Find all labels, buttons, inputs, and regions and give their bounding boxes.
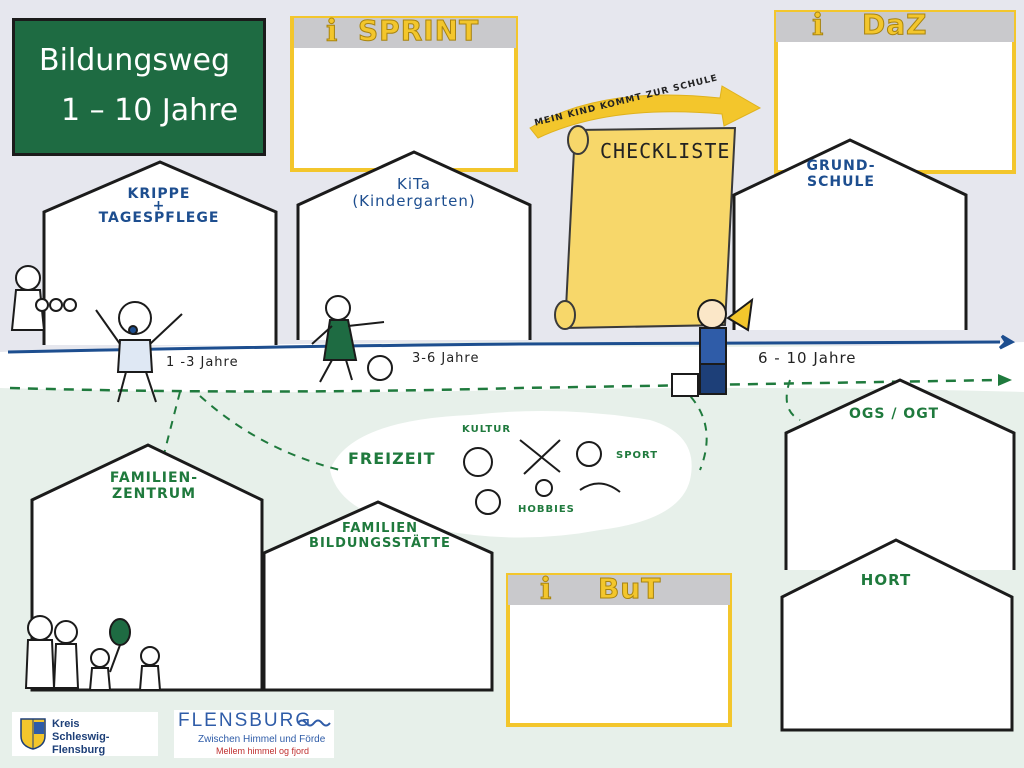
krippe-plus: + [152,198,166,215]
checklist-scroll [554,125,737,330]
family-figures-2 [24,615,162,691]
house-label-familienbildung: FAMILIEN BILDUNGSSTÄTTE [290,521,470,552]
timeline-arrowhead [998,334,1016,350]
girl-figure [311,295,393,383]
kreis-line-1: Kreis [52,718,80,730]
info-box-daz [774,10,1016,174]
house-krippe [42,160,278,345]
info-title-daz: DaZ [861,8,928,42]
house-familienzentrum [30,443,264,692]
age-label-2: 3-6 Jahre [412,351,480,366]
krippe-line-2: TAGESPFLEGE [98,210,220,227]
wave-icon [298,719,331,727]
logo-flensburg[interactable]: FLENSBURG Zwischen Himmel und Förde Mell… [174,710,334,758]
flensburg-sub-2: Mellem himmel og fjord [216,746,310,756]
path-green-dashed [9,378,1001,393]
kita-line-1: KiTa [397,175,431,193]
info-icon-daz: i [811,8,824,44]
road-band [0,342,1024,393]
path-branch-3 [679,385,708,471]
kreis-line-2: Schleswig-Flensburg [52,731,110,757]
freizeit-title: FREIZEIT [348,449,436,468]
house-label-ogs: OGS / OGT [848,406,940,422]
house-familienbildung [262,500,494,692]
familienbildung-line-1: FAMILIEN [341,521,419,536]
kreis-text: Kreis Schleswig-Flensburg [52,718,158,758]
house-kita [296,150,532,340]
krippe-line-1: KRIPPE [127,186,191,202]
age-label-1: 1 -3 Jahre [166,355,239,370]
title-line-2: 1 – 10 Jahre [61,93,239,128]
info-icon-sprint: i [325,14,338,50]
timeline-blue [7,340,1001,354]
info-title-sprint: SPRINT [357,14,480,48]
title-line-1: Bildungsweg [39,43,231,78]
familienbildung-line-2: BILDUNGSSTÄTTE [309,535,451,551]
kita-line-2: (Kindergarten) [352,192,476,211]
familienzentrum-line-1: FAMILIEN- [109,470,199,486]
grundschule-line-1: GRUND- [806,158,876,174]
grundschule-line-2: SCHULE [807,174,875,191]
info-icon-but: i [539,572,552,608]
logo-kreis-schleswig-flensburg[interactable]: Kreis Schleswig-Flensburg [12,712,158,756]
freizeit-sport: SPORT [616,450,659,461]
flensburg-sub: Zwischen Himmel und Förde [198,734,326,745]
path-green-arrowhead [998,374,1012,386]
family-figures [10,265,77,331]
schoolkid-figure [671,297,754,397]
house-label-hort: HORT [860,571,912,589]
house-hort [780,538,1014,732]
checklist-title: CHECKLISTE [600,139,731,163]
house-label-familienzentrum: FAMILIEN- ZENTRUM [84,470,224,502]
freizeit-area [330,411,692,538]
house-label-krippe: KRIPPE + TAGESPFLEGE [84,186,234,227]
baby-figure [95,301,183,403]
house-grundschule [732,138,968,330]
familienzentrum-line-2: ZENTRUM [111,486,197,503]
path-branch-1 [159,391,181,471]
house-label-kita: KiTa (Kindergarten) [334,175,494,211]
title-board: Bildungsweg 1 – 10 Jahre [12,18,266,156]
freizeit-kultur: KULTUR [462,424,512,435]
age-label-3: 6 - 10 Jahre [758,349,857,367]
freizeit-hobbies: HOBBIES [518,504,575,515]
info-title-but: BuT [597,572,662,606]
info-box-sprint [290,16,518,172]
path-branch-4 [785,379,801,421]
info-box-but [506,573,732,727]
path-branch-2 [199,395,341,471]
kreis-crest-icon [20,718,46,750]
flensburg-name: FLENSBURG [178,710,313,731]
freizeit-icons [463,439,621,515]
house-label-grundschule: GRUND- SCHULE [786,158,896,190]
school-arrow [529,85,762,139]
house-ogs [784,378,1016,570]
